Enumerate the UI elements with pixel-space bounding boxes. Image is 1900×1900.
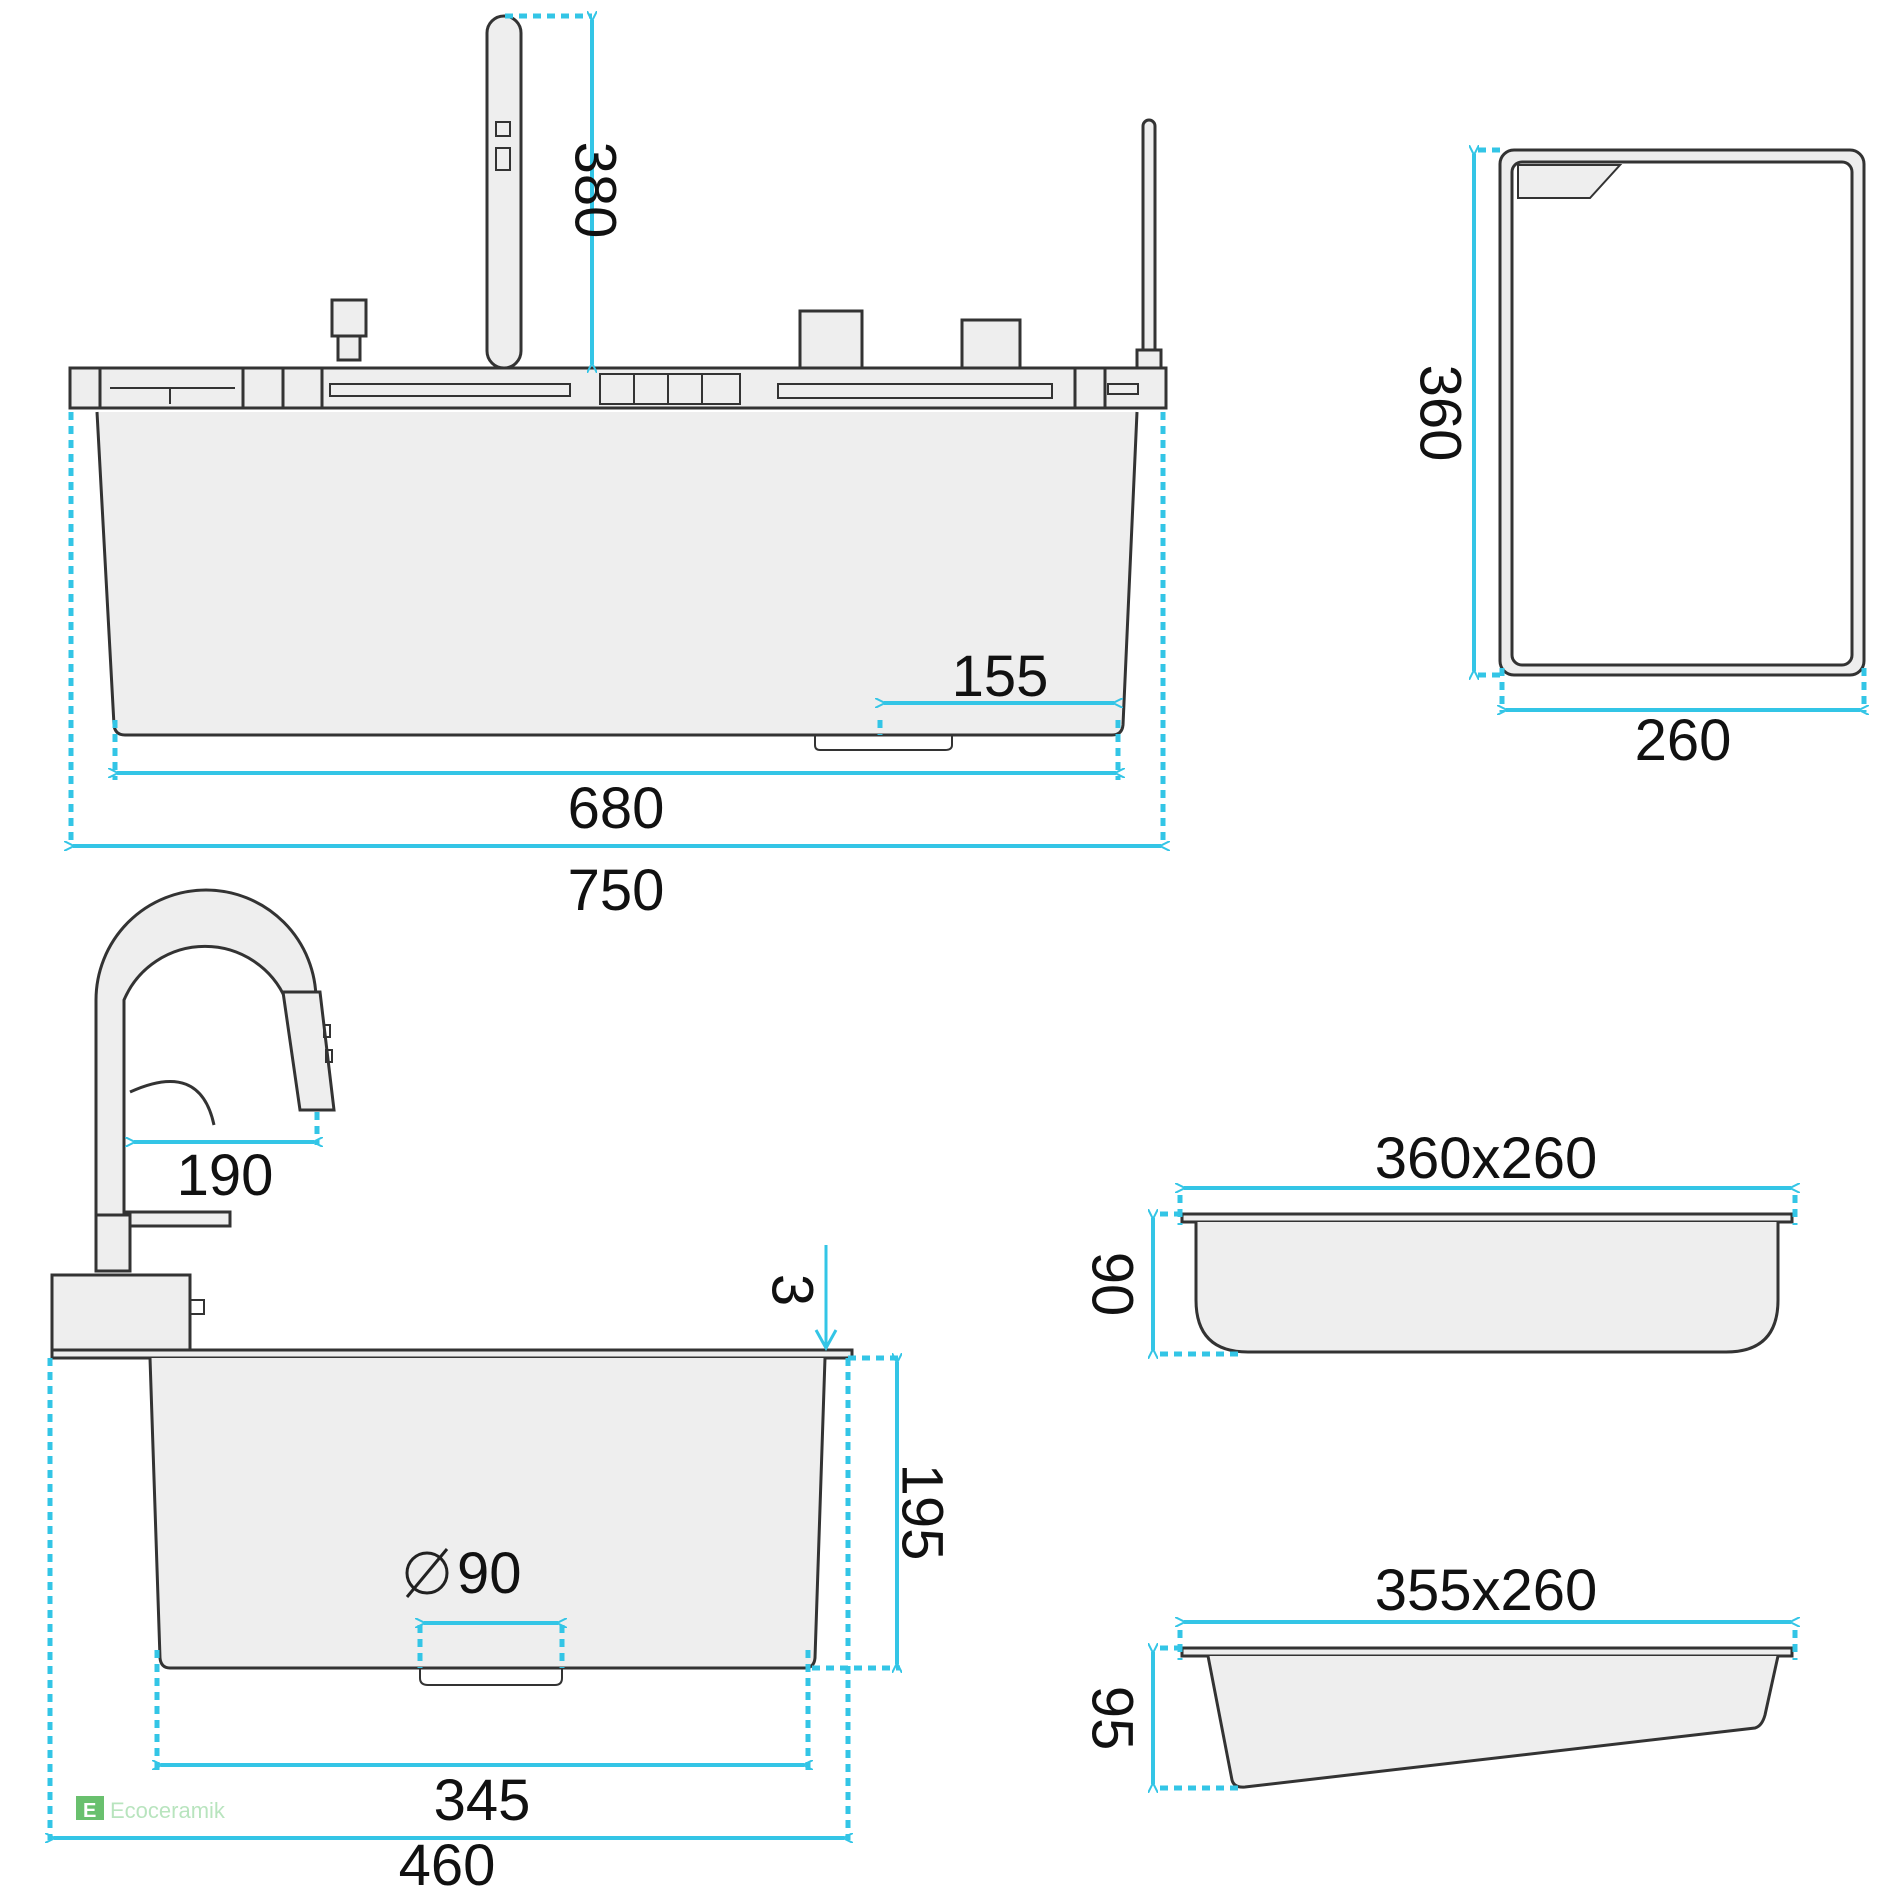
- watermark: E Ecoceramik: [76, 1796, 226, 1823]
- side-view-dimensions: 190 3 195 90 345 460: [50, 1112, 955, 1898]
- bowl-depth-label: 195: [890, 1464, 955, 1561]
- deck-slot: [329, 383, 571, 397]
- cutting-board-handle: [1517, 164, 1623, 199]
- spray-head-button: [323, 1024, 331, 1038]
- faucet-control-button: [495, 121, 511, 137]
- tray-2-depth-label: 95: [1080, 1686, 1145, 1751]
- drain-outlet: [814, 735, 953, 751]
- spray-head-button: [325, 1049, 333, 1063]
- faucet-control-button: [495, 147, 511, 171]
- board-height-label: 360: [1408, 365, 1473, 462]
- faucet: [485, 14, 523, 370]
- overall-width-label: 750: [568, 858, 665, 923]
- tray-1-rim: [1180, 1212, 1794, 1224]
- board-width-label: 260: [1635, 708, 1732, 773]
- bowl-length-label: 345: [434, 1768, 531, 1833]
- deck-block: [798, 309, 864, 370]
- tray-1: [1180, 1212, 1794, 1354]
- deck-housing: [50, 1273, 192, 1352]
- bowl-width-label: 680: [568, 776, 665, 841]
- rinse-faucet: [1141, 118, 1157, 358]
- drain-diameter-label: 90: [457, 1541, 522, 1606]
- deck-grid: [599, 373, 741, 405]
- cutting-board-inner: [1510, 160, 1854, 667]
- spray-head: [281, 990, 336, 1112]
- side-drain-outlet: [419, 1668, 563, 1686]
- tray-2-rim: [1180, 1646, 1794, 1658]
- drain-offset-label: 155: [952, 644, 1049, 709]
- tray-1-body: [1194, 1222, 1780, 1354]
- tray-2-body: [1206, 1655, 1780, 1789]
- overall-length-label: 460: [399, 1833, 496, 1898]
- tray-1-size-label: 360x260: [1375, 1126, 1598, 1191]
- spout-reach-label: 190: [177, 1143, 274, 1208]
- gooseneck-faucet: [94, 888, 318, 1217]
- cutting-board-dimensions: 360 260: [1408, 150, 1865, 773]
- deck-drain-grate: [777, 383, 1053, 399]
- faucet-height-label: 380: [563, 142, 628, 239]
- watermark-logo: [76, 1796, 104, 1820]
- front-view: [68, 14, 1168, 751]
- front-view-dimensions: 380 155 680 750: [71, 16, 1163, 923]
- tray-2-dimensions: 355x260 95: [1080, 1558, 1796, 1788]
- sink-bowl: [95, 411, 1139, 737]
- watermark-text: Ecoceramik: [110, 1798, 226, 1823]
- side-view: [50, 888, 854, 1686]
- tray-1-dimensions: 360x260 90: [1080, 1126, 1796, 1354]
- tray-1-depth-label: 90: [1080, 1252, 1145, 1317]
- soap-dispenser: [330, 298, 368, 338]
- faucet-handle: [124, 1210, 232, 1228]
- deck-block: [960, 318, 1022, 370]
- hose-hook: [129, 1079, 216, 1126]
- rim-thickness-label: 3: [760, 1274, 825, 1306]
- tray-2: [1180, 1646, 1794, 1789]
- cutting-board: [1498, 148, 1866, 677]
- side-bowl: [148, 1357, 827, 1670]
- watermark-logo-letter: E: [83, 1800, 96, 1822]
- tray-2-size-label: 355x260: [1375, 1558, 1598, 1623]
- sink-rim: [50, 1348, 854, 1360]
- faucet-base: [94, 1213, 132, 1273]
- diameter-symbol: [405, 1551, 449, 1595]
